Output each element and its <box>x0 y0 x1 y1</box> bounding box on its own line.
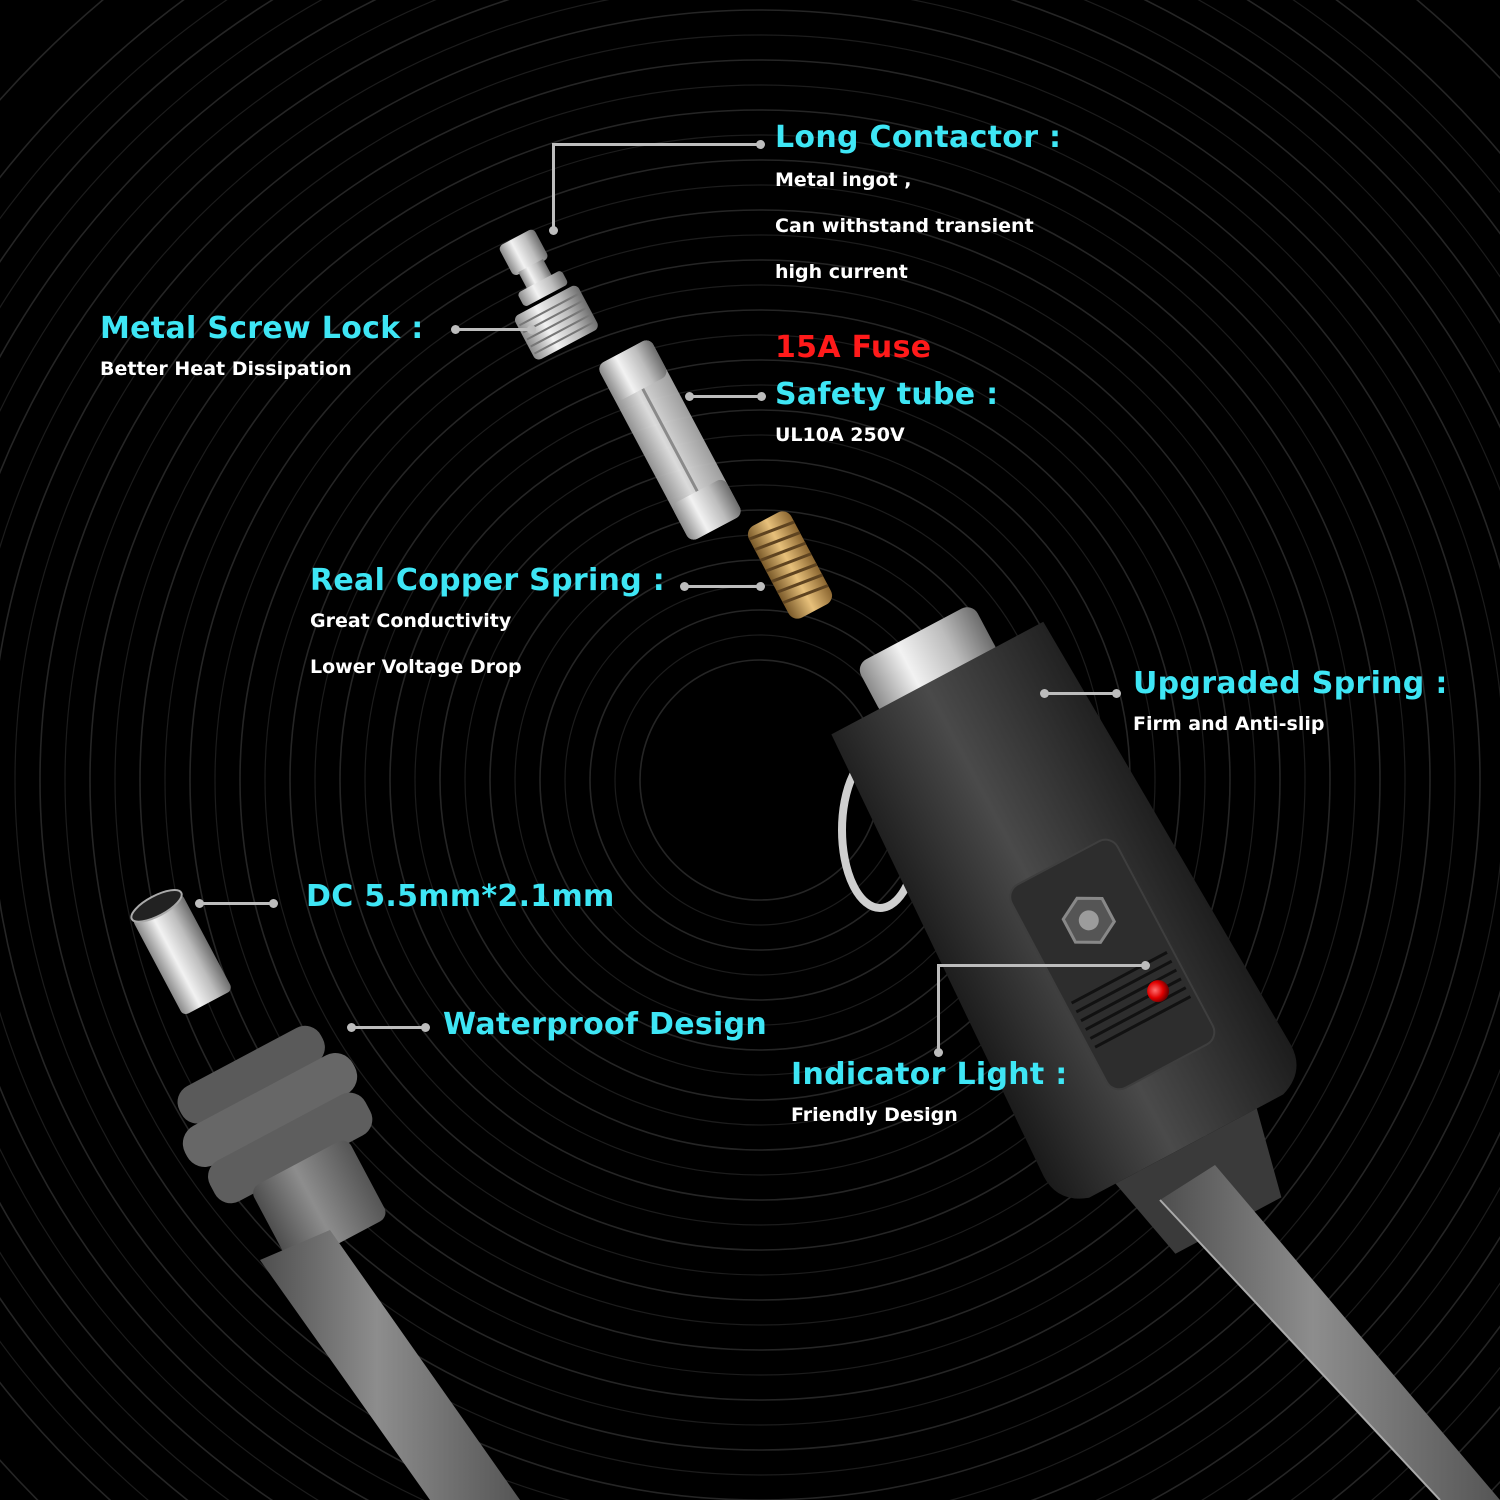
leader-screw-lock <box>456 328 532 331</box>
leader-dc-plug <box>200 902 274 905</box>
leader-dot <box>756 140 765 149</box>
callout-title: Real Copper Spring : <box>310 563 666 598</box>
leader-dot <box>756 582 765 591</box>
callout-title: Safety tube : <box>775 377 999 412</box>
callout-dc-plug: DC 5.5mm*2.1mm <box>306 882 615 912</box>
callout-copper-spring: Real Copper Spring : Great Conductivity … <box>310 566 665 677</box>
callout-title: Indicator Light : <box>791 1057 1068 1092</box>
callout-line: high current <box>775 261 908 283</box>
callout-upgraded-spring: Upgraded Spring : Firm and Anti-slip <box>1133 669 1448 734</box>
leader-waterproof <box>352 1026 426 1029</box>
callout-waterproof: Waterproof Design <box>443 1010 767 1040</box>
leader-indicator-h <box>938 964 1146 967</box>
leader-dot <box>421 1023 430 1032</box>
waterproof-boot <box>177 1025 386 1265</box>
callout-title: Metal Screw Lock : <box>100 311 424 346</box>
lighter-cable <box>1160 1165 1500 1500</box>
callout-line: Firm and Anti-slip <box>1133 713 1325 735</box>
leader-upgraded-spring <box>1045 692 1117 695</box>
leader-dot <box>1112 689 1121 698</box>
fuse-rating-badge: 15A Fuse <box>775 330 932 365</box>
callout-line: Metal ingot , <box>775 169 912 191</box>
callout-title: DC 5.5mm*2.1mm <box>306 879 615 914</box>
callout-screw-lock: Metal Screw Lock : Better Heat Dissipati… <box>100 314 424 379</box>
callout-title: Waterproof Design <box>443 1007 768 1042</box>
leader-dot <box>685 392 694 401</box>
leader-dot <box>1040 689 1049 698</box>
leader-fuse <box>690 395 762 398</box>
screw-lock <box>515 285 598 360</box>
leader-dot <box>269 899 278 908</box>
leader-dot <box>549 226 558 235</box>
long-contactor <box>499 229 568 306</box>
callout-line: Better Heat Dissipation <box>100 358 352 380</box>
callout-line: Friendly Design <box>791 1104 958 1126</box>
callout-line: Can withstand transient <box>775 215 1034 237</box>
callout-line: UL10A 250V <box>775 424 905 446</box>
callout-fuse: 15A Fuse Safety tube : UL10A 250V <box>775 333 998 445</box>
leader-indicator-v <box>937 964 940 1052</box>
indicator-led <box>1147 980 1170 1003</box>
leader-dot <box>757 392 766 401</box>
leader-dot <box>527 325 536 334</box>
leader-dot <box>347 1023 356 1032</box>
leader-dot <box>195 899 204 908</box>
leader-long-contactor-v <box>552 143 555 231</box>
leader-copper-spring <box>685 585 761 588</box>
callout-indicator: Indicator Light : Friendly Design <box>791 1060 1068 1125</box>
glass-fuse <box>599 340 741 540</box>
callout-title: Upgraded Spring : <box>1133 666 1448 701</box>
callout-line: Great Conductivity <box>310 610 512 632</box>
leader-dot <box>934 1048 943 1057</box>
leader-dot <box>1141 961 1150 970</box>
callout-line: Lower Voltage Drop <box>310 656 522 678</box>
leader-dot <box>680 582 689 591</box>
callout-title: Long Contactor : <box>775 120 1062 155</box>
leader-long-contactor-h <box>553 143 760 146</box>
callout-long-contactor: Long Contactor : Metal ingot , Can withs… <box>775 123 1061 282</box>
copper-spring <box>747 511 833 619</box>
leader-dot <box>451 325 460 334</box>
dc-barrel-plug <box>130 889 231 1015</box>
dc-cable <box>260 1230 520 1500</box>
